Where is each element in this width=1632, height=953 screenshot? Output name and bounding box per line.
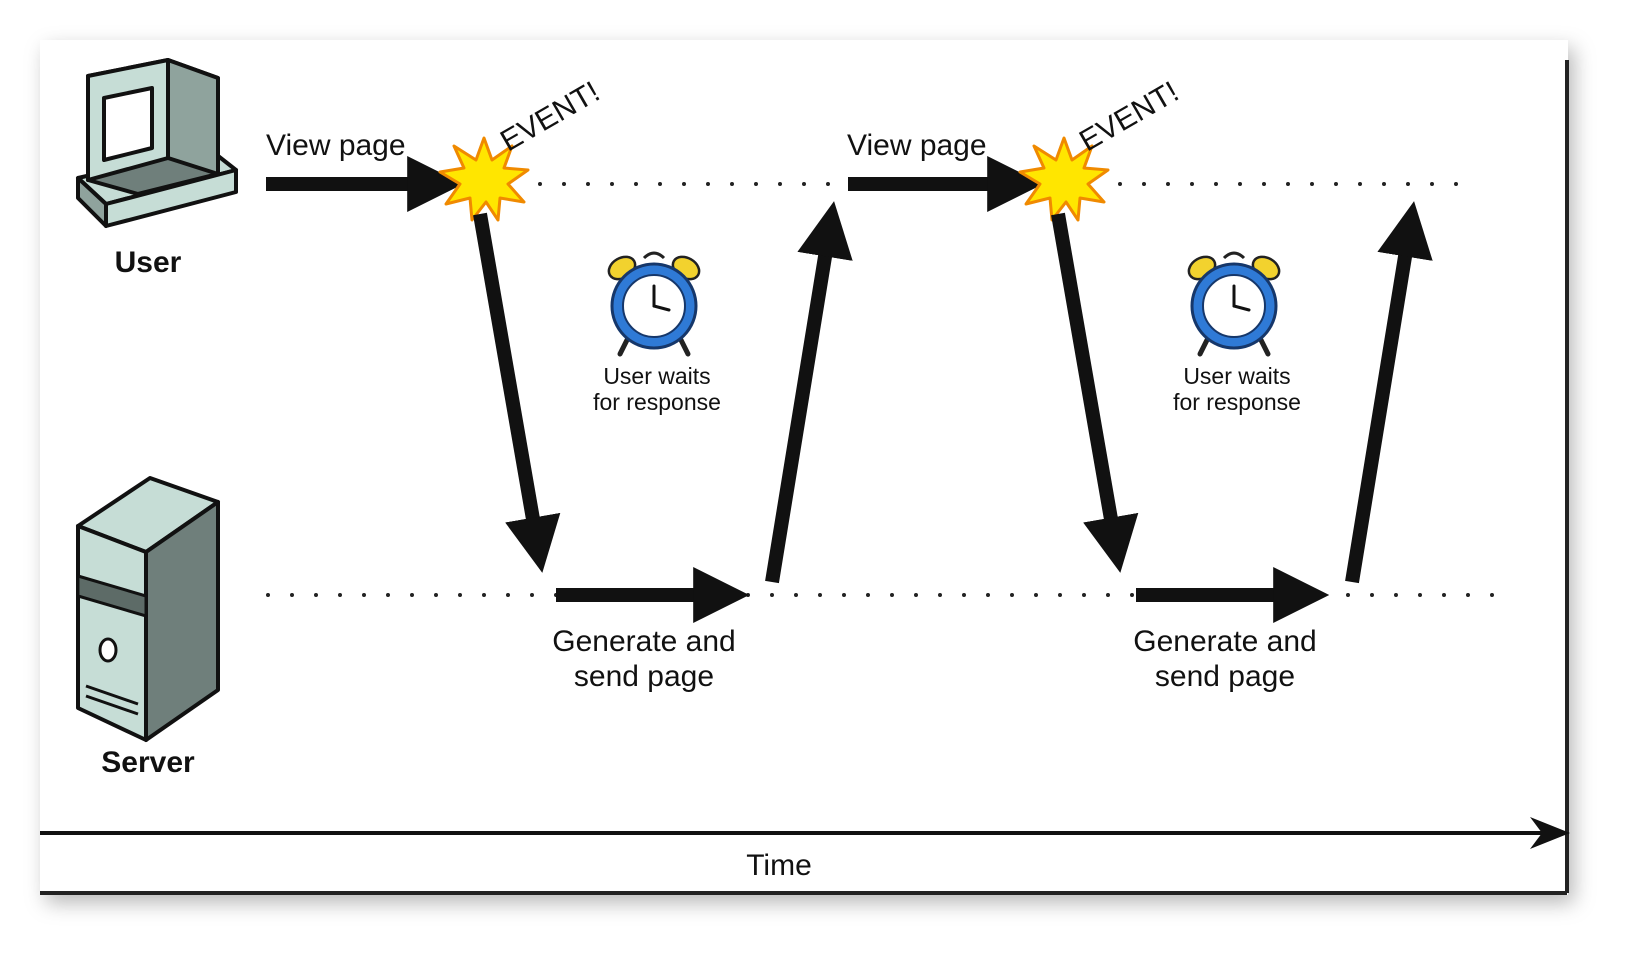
generate-label-line2: send page — [1155, 660, 1295, 693]
generate-label-line1: Generate and — [552, 625, 735, 658]
view-page-label: View page — [266, 129, 406, 162]
wait-label-line1: User waits — [1183, 363, 1290, 389]
view-page-label: View page — [847, 129, 987, 162]
user-label: User — [115, 246, 182, 279]
wait-label-line2: for response — [593, 389, 721, 415]
request-arrow — [473, 212, 561, 573]
server-tower-icon — [76, 476, 220, 742]
wait-label-line2: for response — [1173, 389, 1301, 415]
time-axis-label: Time — [746, 849, 812, 882]
server-label: Server — [101, 746, 195, 779]
generate-label-line1: Generate and — [1133, 625, 1316, 658]
generate-label-line2: send page — [574, 660, 714, 693]
response-arrow — [1345, 201, 1433, 584]
request-arrow — [1051, 212, 1139, 573]
diagram-card — [40, 40, 1568, 895]
wait-label-line1: User waits — [603, 363, 710, 389]
computer-monitor-icon — [76, 58, 238, 228]
response-arrow — [765, 201, 853, 584]
